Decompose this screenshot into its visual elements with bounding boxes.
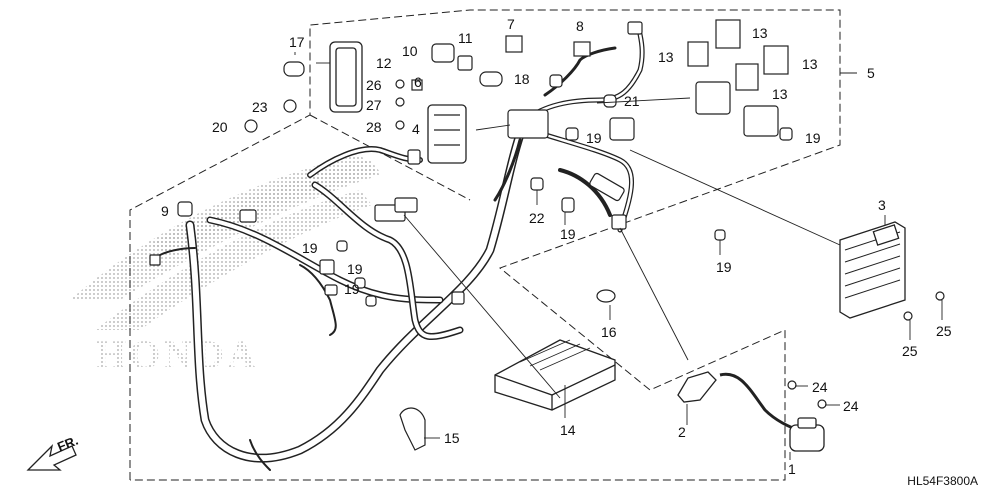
fuse-box-cover-part-12	[329, 41, 363, 113]
diagram-code: HL54F3800A	[907, 474, 978, 488]
callout-16: 16	[601, 324, 617, 340]
callout-1: 1	[788, 461, 796, 477]
fuse-box-part-4	[427, 104, 467, 164]
callout-21: 21	[624, 93, 640, 109]
relay-parts-13	[687, 19, 789, 137]
battery-box-part-14	[494, 339, 616, 411]
callout-20: 20	[212, 119, 228, 135]
callout-9: 9	[161, 203, 169, 219]
callout-19e: 19	[347, 261, 363, 277]
callout-19d: 19	[302, 240, 318, 256]
honda-wing-watermark: HONDA	[70, 155, 380, 377]
regulator-part-3	[839, 221, 906, 319]
callout-19b: 19	[805, 130, 821, 146]
callout-13d: 13	[772, 86, 788, 102]
callout-27: 27	[366, 97, 382, 113]
callout-19g: 19	[716, 259, 732, 275]
group-boundary-inner	[309, 114, 471, 201]
callout-22: 22	[529, 210, 545, 226]
callout-13a: 13	[658, 49, 674, 65]
callout-25b: 25	[902, 343, 918, 359]
callout-14: 14	[560, 422, 576, 438]
callout-19f: 19	[344, 281, 360, 297]
callout-2: 2	[678, 424, 686, 440]
callout-24a: 24	[812, 379, 828, 395]
callout-5: 5	[867, 65, 875, 81]
callout-12: 12	[376, 55, 392, 71]
group-boundary	[129, 9, 841, 481]
callout-26: 26	[366, 77, 382, 93]
front-direction-arrow-icon	[26, 444, 77, 471]
main-wire-harness	[159, 22, 645, 471]
callout-23: 23	[252, 99, 268, 115]
callout-11: 11	[458, 30, 473, 46]
callout-18: 18	[514, 71, 530, 87]
honda-watermark-text: HONDA	[95, 332, 259, 377]
callout-19a: 19	[586, 130, 602, 146]
callout-15: 15	[444, 430, 460, 446]
callout-7: 7	[507, 16, 515, 32]
callout-17: 17	[289, 34, 305, 50]
callout-13c: 13	[802, 56, 818, 72]
callout-13b: 13	[752, 25, 768, 41]
harness-connectors	[149, 21, 643, 305]
callout-6: 6	[414, 74, 422, 90]
leader-lines	[294, 52, 943, 460]
ignition-coil-part-1	[789, 417, 825, 452]
callout-24b: 24	[843, 398, 859, 414]
small-parts	[177, 35, 945, 451]
callout-4: 4	[412, 121, 420, 137]
callout-10: 10	[402, 43, 418, 59]
callout-8: 8	[576, 18, 584, 34]
callout-19c: 19	[560, 226, 576, 242]
callout-28: 28	[366, 119, 382, 135]
callout-25a: 25	[936, 323, 952, 339]
plug-cap-part-2	[677, 371, 801, 432]
callout-3: 3	[878, 197, 886, 213]
